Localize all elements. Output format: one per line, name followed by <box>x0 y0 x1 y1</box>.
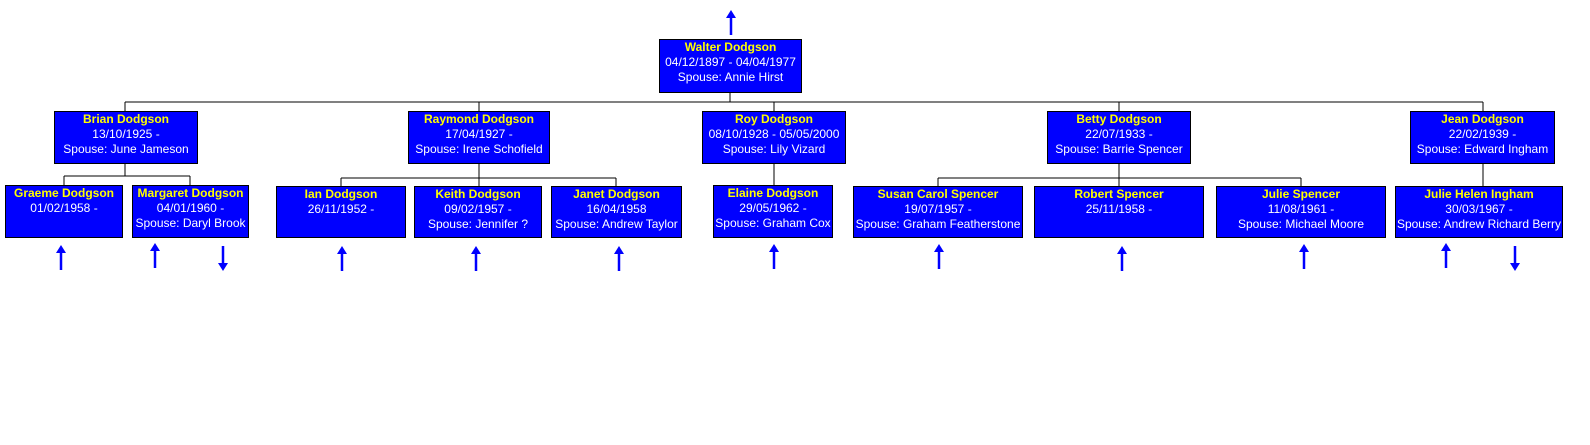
person-spouse: Spouse: Jennifer ? <box>427 217 529 231</box>
person-dates: 30/03/1967 - <box>1445 202 1513 216</box>
arrow-up-icon[interactable] <box>722 10 740 36</box>
person-dates: 13/10/1925 - <box>92 127 160 141</box>
person-spouse: Spouse: Annie Hirst <box>677 70 784 84</box>
person-spouse: Spouse: Barrie Spencer <box>1055 142 1183 156</box>
person-spouse: Spouse: Daryl Brook <box>135 216 246 230</box>
person-susan-carol-spencer[interactable]: Susan Carol Spencer 19/07/1957 - Spouse:… <box>853 186 1023 238</box>
person-raymond-dodgson[interactable]: Raymond Dodgson 17/04/1927 - Spouse: Ire… <box>408 111 550 164</box>
person-spouse: Spouse: Andrew Taylor <box>555 217 678 231</box>
person-graeme-dodgson[interactable]: Graeme Dodgson 01/02/1958 - <box>5 185 123 238</box>
person-spouse: Spouse: Graham Cox <box>715 216 831 230</box>
person-name: Janet Dodgson <box>573 187 660 201</box>
person-dates: 11/08/1961 - <box>1267 202 1335 216</box>
arrow-up-icon[interactable] <box>146 243 164 269</box>
person-brian-dodgson[interactable]: Brian Dodgson 13/10/1925 - Spouse: June … <box>54 111 198 164</box>
person-margaret-dodgson[interactable]: Margaret Dodgson 04/01/1960 - Spouse: Da… <box>132 185 249 238</box>
person-walter-dodgson[interactable]: Walter Dodgson 04/12/1897 - 04/04/1977 S… <box>659 39 802 93</box>
person-name: Walter Dodgson <box>684 40 777 54</box>
person-name: Jean Dodgson <box>1441 112 1524 126</box>
person-name: Susan Carol Spencer <box>877 187 999 201</box>
person-spouse: Spouse: June Jameson <box>63 142 189 156</box>
person-name: Keith Dodgson <box>435 187 521 201</box>
person-dates: 04/01/1960 - <box>156 201 225 215</box>
person-name: Brian Dodgson <box>83 112 169 126</box>
person-julie-spencer[interactable]: Julie Spencer 11/08/1961 - Spouse: Micha… <box>1216 186 1386 238</box>
arrow-up-icon[interactable] <box>610 246 628 272</box>
arrow-down-icon[interactable] <box>1506 245 1524 271</box>
person-name: Julie Helen Ingham <box>1424 187 1534 201</box>
person-dates: 19/07/1957 - <box>904 202 972 216</box>
person-dates: 22/02/1939 - <box>1448 127 1517 141</box>
person-name: Graeme Dodgson <box>13 186 115 200</box>
arrow-up-icon[interactable] <box>52 245 70 271</box>
arrow-up-icon[interactable] <box>1113 246 1131 272</box>
person-name: Elaine Dodgson <box>727 186 819 200</box>
person-dates: 29/05/1962 - <box>739 201 807 215</box>
person-dates: 26/11/1952 - <box>307 202 375 216</box>
person-ian-dodgson[interactable]: Ian Dodgson 26/11/1952 - <box>276 186 406 238</box>
person-dates: 01/02/1958 - <box>30 201 98 215</box>
person-name: Raymond Dodgson <box>424 112 534 126</box>
person-spouse: Spouse: Irene Schofield <box>415 142 543 156</box>
arrow-up-icon[interactable] <box>765 244 783 270</box>
person-spouse: Spouse: Lily Vizard <box>722 142 826 156</box>
person-spouse: Spouse: Graham Featherstone <box>855 217 1021 231</box>
person-betty-dodgson[interactable]: Betty Dodgson 22/07/1933 - Spouse: Barri… <box>1047 111 1191 164</box>
person-dates: 25/11/1958 - <box>1085 202 1153 216</box>
person-roy-dodgson[interactable]: Roy Dodgson 08/10/1928 - 05/05/2000 Spou… <box>702 111 846 164</box>
person-name: Robert Spencer <box>1074 187 1164 201</box>
arrow-down-icon[interactable] <box>214 245 232 271</box>
person-spouse: Spouse: Edward Ingham <box>1416 142 1549 156</box>
person-name: Julie Spencer <box>1261 187 1341 201</box>
person-elaine-dodgson[interactable]: Elaine Dodgson 29/05/1962 - Spouse: Grah… <box>713 185 833 238</box>
person-name: Roy Dodgson <box>735 112 813 126</box>
person-name: Margaret Dodgson <box>137 186 244 200</box>
person-dates: 08/10/1928 - 05/05/2000 <box>708 127 840 141</box>
person-keith-dodgson[interactable]: Keith Dodgson 09/02/1957 - Spouse: Jenni… <box>414 186 542 238</box>
person-robert-spencer[interactable]: Robert Spencer 25/11/1958 - <box>1034 186 1204 238</box>
person-spouse: Spouse: Michael Moore <box>1237 217 1365 231</box>
arrow-up-icon[interactable] <box>467 246 485 272</box>
person-name: Betty Dodgson <box>1076 112 1162 126</box>
person-dates: 22/07/1933 - <box>1085 127 1153 141</box>
person-jean-dodgson[interactable]: Jean Dodgson 22/02/1939 - Spouse: Edward… <box>1410 111 1555 164</box>
person-name: Ian Dodgson <box>304 187 378 201</box>
person-dates: 09/02/1957 - <box>444 202 512 216</box>
arrow-up-icon[interactable] <box>333 246 351 272</box>
person-janet-dodgson[interactable]: Janet Dodgson 16/04/1958 Spouse: Andrew … <box>551 186 682 238</box>
arrow-up-icon[interactable] <box>930 244 948 270</box>
person-julie-helen-ingham[interactable]: Julie Helen Ingham 30/03/1967 - Spouse: … <box>1395 186 1563 238</box>
person-spouse: Spouse: Andrew Richard Berry <box>1396 217 1562 231</box>
arrow-up-icon[interactable] <box>1437 243 1455 269</box>
arrow-up-icon[interactable] <box>1295 244 1313 270</box>
person-dates: 17/04/1927 - <box>445 127 513 141</box>
person-dates: 04/12/1897 - 04/04/1977 <box>665 55 796 69</box>
person-dates: 16/04/1958 <box>586 202 647 216</box>
